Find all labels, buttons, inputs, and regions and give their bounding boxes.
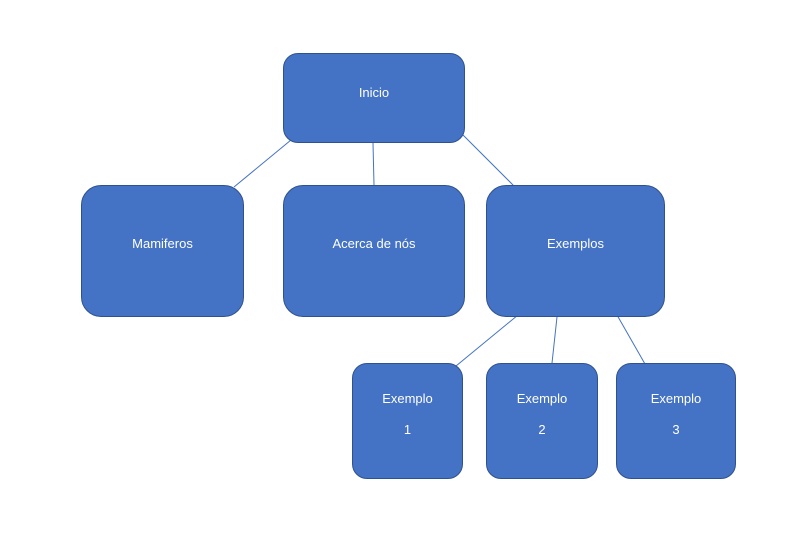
- node-mamiferos: Mamiferos: [81, 185, 244, 317]
- connector-exemplos-exemplo3: [616, 314, 646, 365]
- connector-root-mamiferos: [233, 139, 292, 188]
- node-exemplo-1-line2: 1: [403, 422, 412, 437]
- node-exemplo-2-line2: 2: [538, 422, 546, 437]
- node-exemplo-3-line1: Exemplo: [650, 391, 702, 406]
- node-exemplo-2-label: Exemplo 2: [517, 391, 568, 437]
- node-exemplos-label: Exemplos: [546, 236, 605, 251]
- node-exemplo-3-label: Exemplo 3: [651, 391, 702, 437]
- node-mamiferos-label: Mamiferos: [132, 236, 193, 251]
- node-exemplo-1-label: Exemplo 1: [382, 391, 433, 437]
- node-inicio-label: Inicio: [358, 85, 390, 100]
- node-inicio: Inicio: [283, 53, 465, 143]
- node-acerca-de-nos-label: Acerca de nós: [332, 236, 416, 251]
- node-exemplo-2-line1: Exemplo: [516, 391, 568, 406]
- node-exemplos: Exemplos: [486, 185, 665, 317]
- node-exemplo-3-line2: 3: [672, 422, 680, 437]
- connector-root-exemplos: [461, 133, 515, 187]
- node-exemplo-1: Exemplo 1: [352, 363, 463, 479]
- node-acerca-de-nos: Acerca de nós: [283, 185, 465, 317]
- node-exemplo-2: Exemplo 2: [486, 363, 598, 479]
- connector-root-acerca: [372, 142, 375, 186]
- connector-exemplos-exemplo2: [551, 316, 558, 364]
- node-exemplo-3: Exemplo 3: [616, 363, 736, 479]
- connector-exemplos-exemplo1: [455, 314, 519, 367]
- node-exemplo-1-line1: Exemplo: [382, 391, 433, 406]
